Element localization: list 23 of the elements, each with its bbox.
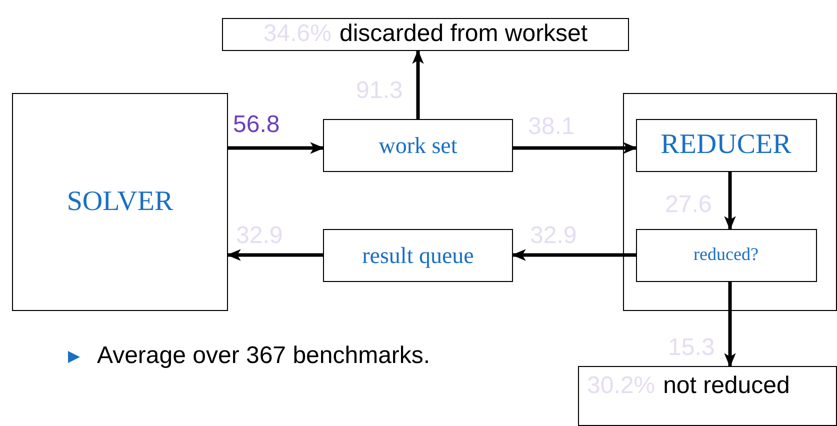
node-label: discarded from workset bbox=[339, 21, 588, 48]
decision-box bbox=[636, 228, 816, 282]
node-label: REDUCER bbox=[660, 130, 792, 160]
bullet-text: Average over 367 benchmarks. bbox=[97, 342, 430, 370]
output-box bbox=[222, 18, 629, 51]
process-box bbox=[323, 229, 513, 282]
node-label: SOLVER bbox=[66, 186, 174, 218]
arrow bbox=[513, 142, 638, 154]
solver-box bbox=[12, 93, 228, 311]
process-box bbox=[636, 118, 816, 172]
arrow bbox=[724, 172, 736, 230]
arrow bbox=[412, 50, 424, 119]
node-label: not reduced bbox=[663, 373, 790, 400]
arrow bbox=[724, 282, 736, 368]
node-label: reduced? bbox=[694, 245, 758, 265]
process-box bbox=[323, 119, 513, 172]
output-box bbox=[578, 366, 837, 426]
arrow bbox=[512, 249, 636, 261]
arrow bbox=[226, 249, 323, 261]
node-label: work set bbox=[378, 132, 458, 158]
node-label: result queue bbox=[362, 242, 474, 268]
arrow bbox=[228, 142, 324, 154]
group-box bbox=[623, 93, 837, 311]
